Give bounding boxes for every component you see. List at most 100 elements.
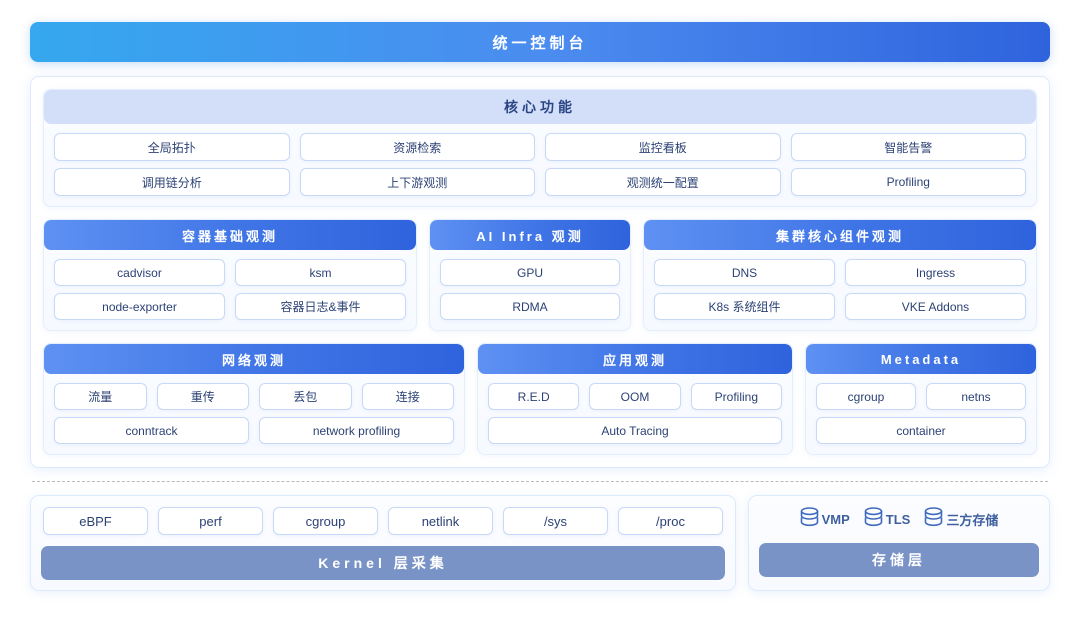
panel-cluster-core-components-title: 集群核心组件观测 xyxy=(775,228,904,244)
panel-cluster-core-components: 集群核心组件观测 DNS Ingress K8s 系统组件 VKE Addons xyxy=(643,219,1037,331)
storage-layer-bar: 存储层 xyxy=(759,543,1039,577)
panel-ai-infra-observability: AI Infra 观测 GPU RDMA xyxy=(429,219,631,331)
panel-core-functions: 核心功能 全局拓扑 资源检索 监控看板 智能告警 调用链分析 上下游观测 观测统… xyxy=(43,89,1037,207)
item-k8s-system-components[interactable]: K8s 系统组件 xyxy=(654,293,835,320)
panel-network-observability: 网络观测 流量 重传 丢包 连接 conntrack network profi… xyxy=(43,343,465,455)
network-row-1: 流量 重传 丢包 连接 xyxy=(54,383,454,410)
item-rdma[interactable]: RDMA xyxy=(440,293,620,320)
metadata-row-1: cgroup netns xyxy=(816,383,1026,410)
platform-card: 核心功能 全局拓扑 资源检索 监控看板 智能告警 调用链分析 上下游观测 观测统… xyxy=(30,76,1050,468)
item-app-profiling[interactable]: Profiling xyxy=(690,383,782,410)
item-gpu[interactable]: GPU xyxy=(440,259,620,286)
section-divider xyxy=(32,481,1048,482)
panel-network-observability-body: 流量 重传 丢包 连接 conntrack network profiling xyxy=(44,374,464,454)
storage-items-row: VMP TLS xyxy=(749,496,1049,543)
metadata-row-2: container xyxy=(816,417,1026,444)
panel-cluster-core-components-header: 集群核心组件观测 xyxy=(644,220,1036,250)
kernel-items-row: eBPF perf cgroup netlink /sys /proc xyxy=(31,496,735,546)
item-container[interactable]: container xyxy=(816,417,1026,444)
tier-observability-domains: 容器基础观测 cadvisor ksm node-exporter 容器日志&事… xyxy=(43,219,1037,331)
panel-ai-infra-observability-title: AI Infra 观测 xyxy=(476,228,584,244)
item-traffic[interactable]: 流量 xyxy=(54,383,147,410)
network-row-2: conntrack network profiling xyxy=(54,417,454,444)
item-kernel-cgroup[interactable]: cgroup xyxy=(273,507,378,535)
application-row-2: Auto Tracing xyxy=(488,417,782,444)
item-auto-tracing[interactable]: Auto Tracing xyxy=(488,417,782,444)
storage-item-vmp-label: VMP xyxy=(821,512,850,527)
panel-metadata-header: Metadata xyxy=(806,344,1036,374)
panel-metadata-title: Metadata xyxy=(880,351,962,367)
core-item-profiling[interactable]: Profiling xyxy=(790,168,1026,196)
kernel-layer-label: Kernel 层采集 xyxy=(318,555,448,571)
item-ksm[interactable]: ksm xyxy=(235,259,406,286)
panel-metadata: Metadata cgroup netns container xyxy=(805,343,1037,455)
storage-item-vmp[interactable]: VMP xyxy=(800,507,850,532)
panel-application-observability-body: R.E.D OOM Profiling Auto Tracing xyxy=(478,374,792,454)
storage-item-tls-label: TLS xyxy=(885,512,911,527)
console-banner-title: 统一控制台 xyxy=(492,34,588,52)
database-icon xyxy=(800,507,819,532)
panel-container-observability: 容器基础观测 cadvisor ksm node-exporter 容器日志&事… xyxy=(43,219,417,331)
panel-container-observability-header: 容器基础观测 xyxy=(44,220,416,250)
item-container-logs-events[interactable]: 容器日志&事件 xyxy=(235,293,406,320)
item-ebpf[interactable]: eBPF xyxy=(43,507,148,535)
item-retransmission[interactable]: 重传 xyxy=(156,383,249,410)
core-functions-row-2: 调用链分析 上下游观测 观测统一配置 Profiling xyxy=(54,168,1026,196)
item-node-exporter[interactable]: node-exporter xyxy=(54,293,225,320)
cluster-row-1: DNS Ingress xyxy=(654,259,1026,286)
item-perf[interactable]: perf xyxy=(158,507,263,535)
cluster-row-2: K8s 系统组件 VKE Addons xyxy=(654,293,1026,320)
database-icon xyxy=(924,507,943,532)
panel-core-functions-body: 全局拓扑 资源检索 监控看板 智能告警 调用链分析 上下游观测 观测统一配置 P… xyxy=(44,124,1036,206)
panel-kernel-collection: eBPF perf cgroup netlink /sys /proc Kern… xyxy=(30,495,736,591)
item-oom[interactable]: OOM xyxy=(589,383,681,410)
storage-item-tls[interactable]: TLS xyxy=(864,507,911,532)
panel-network-observability-header: 网络观测 xyxy=(44,344,464,374)
item-sys[interactable]: /sys xyxy=(503,507,608,535)
item-cgroup[interactable]: cgroup xyxy=(816,383,916,410)
panel-metadata-body: cgroup netns container xyxy=(806,374,1036,454)
core-item-trace-analysis[interactable]: 调用链分析 xyxy=(54,168,290,196)
panel-container-observability-title: 容器基础观测 xyxy=(181,228,278,244)
panel-core-functions-header: 核心功能 xyxy=(44,90,1036,124)
container-row-1: cadvisor ksm xyxy=(54,259,406,286)
core-item-smart-alert[interactable]: 智能告警 xyxy=(790,133,1026,161)
panel-ai-infra-observability-header: AI Infra 观测 xyxy=(430,220,630,250)
core-item-upstream-downstream[interactable]: 上下游观测 xyxy=(299,168,535,196)
item-vke-addons[interactable]: VKE Addons xyxy=(845,293,1026,320)
panel-application-observability-title: 应用观测 xyxy=(602,352,667,368)
storage-item-third-party-label: 三方存储 xyxy=(946,513,999,528)
storage-layer-label: 存储层 xyxy=(872,552,926,568)
item-network-profiling[interactable]: network profiling xyxy=(259,417,454,444)
panel-ai-infra-observability-body: GPU RDMA xyxy=(430,250,630,330)
panel-cluster-core-components-body: DNS Ingress K8s 系统组件 VKE Addons xyxy=(644,250,1036,330)
core-item-resource-search[interactable]: 资源检索 xyxy=(299,133,535,161)
item-conntrack[interactable]: conntrack xyxy=(54,417,249,444)
core-item-unified-config[interactable]: 观测统一配置 xyxy=(545,168,781,196)
item-ingress[interactable]: Ingress xyxy=(845,259,1026,286)
kernel-layer-bar: Kernel 层采集 xyxy=(41,546,725,580)
item-proc[interactable]: /proc xyxy=(618,507,723,535)
container-row-2: node-exporter 容器日志&事件 xyxy=(54,293,406,320)
panel-network-observability-title: 网络观测 xyxy=(221,352,286,368)
item-connection[interactable]: 连接 xyxy=(361,383,454,410)
item-packet-loss[interactable]: 丢包 xyxy=(259,383,352,410)
item-red[interactable]: R.E.D xyxy=(488,383,580,410)
core-item-global-topology[interactable]: 全局拓扑 xyxy=(54,133,290,161)
item-cadvisor[interactable]: cadvisor xyxy=(54,259,225,286)
application-row-1: R.E.D OOM Profiling xyxy=(488,383,782,410)
storage-item-third-party[interactable]: 三方存储 xyxy=(924,507,998,532)
item-netlink[interactable]: netlink xyxy=(388,507,493,535)
tier-network-app-metadata: 网络观测 流量 重传 丢包 连接 conntrack network profi… xyxy=(43,343,1037,455)
core-item-monitor-dashboard[interactable]: 监控看板 xyxy=(545,133,781,161)
ai-infra-row-2: RDMA xyxy=(440,293,620,320)
item-dns[interactable]: DNS xyxy=(654,259,835,286)
item-netns[interactable]: netns xyxy=(926,383,1026,410)
database-icon xyxy=(864,507,883,532)
panel-application-observability-header: 应用观测 xyxy=(478,344,792,374)
panel-container-observability-body: cadvisor ksm node-exporter 容器日志&事件 xyxy=(44,250,416,330)
panel-application-observability: 应用观测 R.E.D OOM Profiling Auto Tracing xyxy=(477,343,793,455)
ai-infra-row-1: GPU xyxy=(440,259,620,286)
panel-core-functions-title: 核心功能 xyxy=(504,99,576,115)
